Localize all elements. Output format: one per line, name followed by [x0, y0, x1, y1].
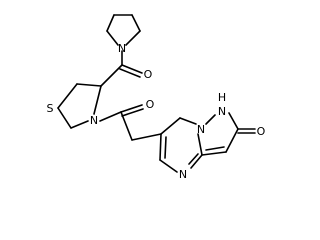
atom-s-thiazolidine: S — [47, 102, 54, 115]
bond — [100, 64, 123, 87]
atom-h-pyrazole: H — [218, 91, 226, 104]
atom-n-pyrrolidine: N — [118, 42, 126, 55]
double-bond — [201, 151, 227, 156]
atom-n-pyrimidine: N — [179, 168, 187, 181]
double-bond — [121, 108, 144, 117]
double-bond — [121, 64, 143, 74]
atom-o-oxo: O — [257, 125, 266, 138]
double-bond — [188, 153, 199, 165]
atom-n-bridge: N — [197, 123, 205, 136]
double-bond — [164, 136, 167, 159]
double-bond — [159, 133, 162, 161]
bond — [205, 114, 216, 125]
bond — [120, 111, 133, 141]
bond — [160, 117, 181, 135]
bond — [179, 117, 197, 125]
bond — [99, 111, 122, 122]
bond — [131, 133, 162, 141]
molecule-canvas: N O S N O N H O N N — [47, 14, 266, 181]
atom-labels: N O S N O N H O N N — [47, 42, 266, 181]
double-bond — [190, 154, 203, 169]
molecule-diagram: N O S N O N H O N N — [47, 14, 266, 181]
double-bond — [119, 68, 141, 78]
atom-n-pyrazole: N — [218, 105, 226, 118]
bond — [125, 30, 141, 46]
bond — [76, 83, 102, 87]
bond — [106, 30, 119, 46]
atom-o-acyl: O — [146, 98, 155, 111]
bond — [228, 112, 239, 130]
bond — [106, 14, 115, 32]
bond — [225, 128, 239, 153]
bond — [131, 14, 141, 32]
double-bond — [205, 146, 225, 151]
bond — [159, 159, 178, 173]
bonds — [57, 14, 256, 173]
bond — [70, 120, 89, 129]
bond — [57, 107, 72, 129]
bond — [197, 133, 203, 156]
bond — [93, 85, 102, 115]
double-bond — [120, 104, 143, 113]
atom-o-amide: O — [144, 68, 153, 81]
atom-n-thiazolidine: N — [90, 114, 98, 127]
bond — [57, 83, 78, 109]
